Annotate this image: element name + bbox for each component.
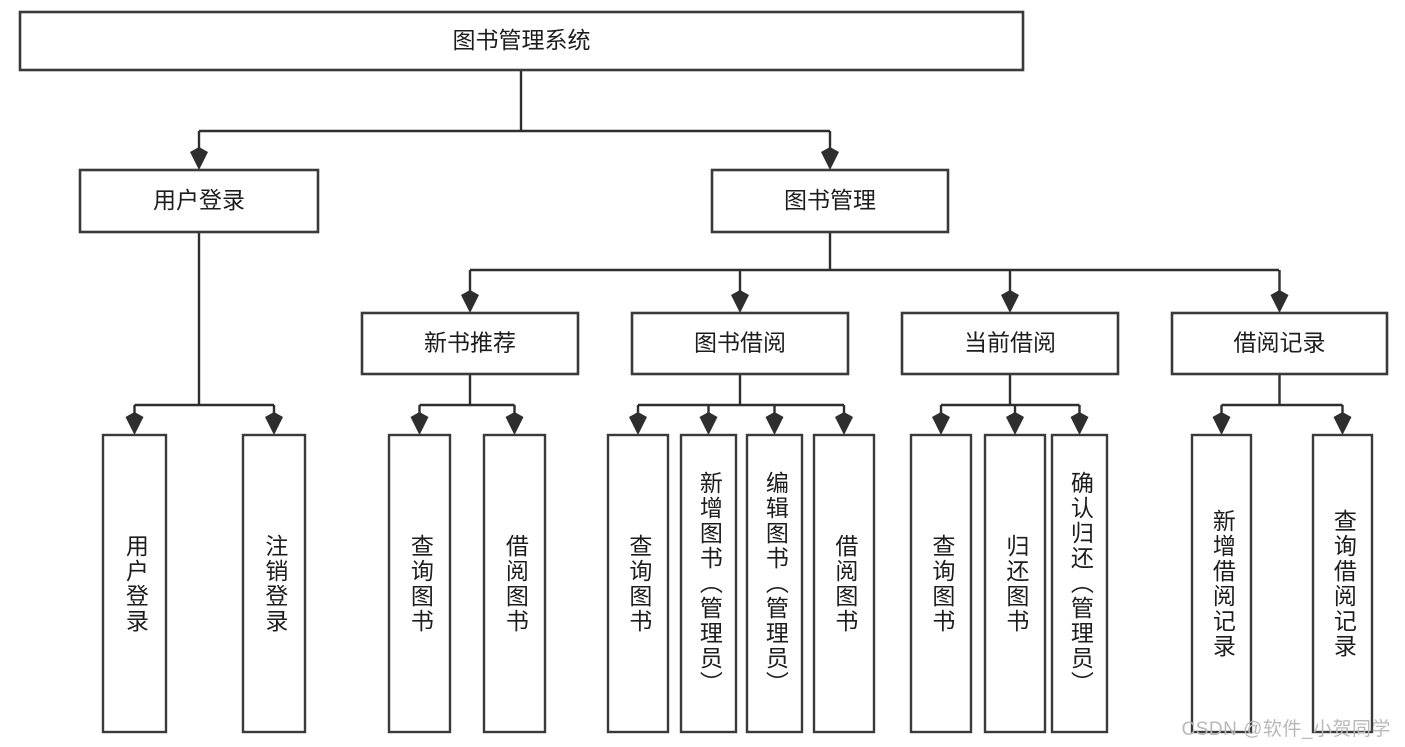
- connector-lines: [125, 70, 1352, 435]
- arrow-head-icon: [190, 147, 208, 170]
- arrow-head-icon: [1212, 412, 1231, 435]
- box-outline: [1170, 311, 1389, 376]
- arrow-head-icon: [835, 412, 853, 435]
- leaf-node-leaf-return-book[interactable]: [983, 433, 1047, 734]
- arrow-head-icon: [410, 412, 429, 435]
- node-label: 用户登录: [153, 187, 245, 213]
- leaf-node-leaf-add-borrow-record[interactable]: [1190, 433, 1253, 734]
- leaf-node-leaf-query-book-3[interactable]: [909, 433, 973, 734]
- box-outline: [1311, 433, 1374, 734]
- arrow-head-icon: [731, 290, 749, 313]
- level3-node-borrow-record[interactable]: 借阅记录: [1170, 311, 1389, 376]
- leaf-node-leaf-query-book-1[interactable]: [387, 433, 452, 734]
- leaf-node-leaf-borrow-book-2[interactable]: [812, 433, 876, 734]
- node-label: 新书推荐: [424, 330, 516, 356]
- box-outline: [101, 433, 168, 734]
- arrow-head-icon: [265, 412, 283, 435]
- box-outline: [606, 433, 670, 734]
- arrow-head-icon: [1270, 290, 1289, 313]
- box-outline: [1190, 433, 1253, 734]
- level2-node-user-login[interactable]: 用户登录: [78, 168, 320, 234]
- node-label: 当前借阅: [964, 330, 1056, 356]
- box-outline: [909, 433, 973, 734]
- box-outline: [900, 311, 1120, 376]
- level3-node-current-borrow[interactable]: 当前借阅: [900, 311, 1120, 376]
- watermark-text: CSDN @软件_小贺同学: [1181, 719, 1391, 740]
- arrow-head-icon: [699, 412, 718, 435]
- node-label: 借阅记录: [1234, 330, 1326, 356]
- leaf-node-leaf-add-book-admin[interactable]: [679, 433, 738, 734]
- box-outline: [812, 433, 876, 734]
- leaf-node-leaf-logout-login[interactable]: [241, 433, 307, 734]
- node-label: 图书管理: [784, 187, 876, 213]
- root-node-root[interactable]: 图书管理系统: [18, 10, 1025, 72]
- box-outline: [1050, 433, 1109, 734]
- box-outline: [241, 433, 307, 734]
- box-outline: [679, 433, 738, 734]
- arrow-head-icon: [932, 412, 950, 435]
- leaf-node-leaf-query-book-2[interactable]: [606, 433, 670, 734]
- leaf-node-leaf-user-login[interactable]: [101, 433, 168, 734]
- box-outline: [18, 10, 1025, 72]
- level2-node-book-manage[interactable]: 图书管理: [710, 168, 950, 234]
- arrow-head-icon: [1070, 412, 1089, 435]
- leaf-node-leaf-confirm-return-admin[interactable]: [1050, 433, 1109, 734]
- leaf-node-leaf-edit-book-admin[interactable]: [745, 433, 804, 734]
- box-outline: [710, 168, 950, 234]
- node-label: 图书管理系统: [453, 27, 591, 53]
- level3-node-book-borrow[interactable]: 图书借阅: [630, 311, 850, 376]
- box-outline: [745, 433, 804, 734]
- arrow-head-icon: [629, 412, 647, 435]
- arrow-head-icon: [821, 147, 839, 170]
- arrow-head-icon: [1333, 412, 1352, 435]
- arrow-head-icon: [1001, 290, 1019, 313]
- arrow-head-icon: [1006, 412, 1024, 435]
- node-label: 图书借阅: [694, 330, 786, 356]
- box-outline: [387, 433, 452, 734]
- arrow-head-icon: [765, 412, 784, 435]
- level3-node-new-book-recommend[interactable]: 新书推荐: [360, 311, 580, 376]
- box-outline: [482, 433, 547, 734]
- box-outline: [630, 311, 850, 376]
- arrow-head-icon: [461, 290, 479, 313]
- box-outline: [360, 311, 580, 376]
- box-outline: [983, 433, 1047, 734]
- box-outline: [78, 168, 320, 234]
- leaf-node-leaf-borrow-book-1[interactable]: [482, 433, 547, 734]
- leaf-node-leaf-query-borrow-record[interactable]: [1311, 433, 1374, 734]
- arrow-head-icon: [125, 412, 144, 435]
- arrow-head-icon: [505, 412, 524, 435]
